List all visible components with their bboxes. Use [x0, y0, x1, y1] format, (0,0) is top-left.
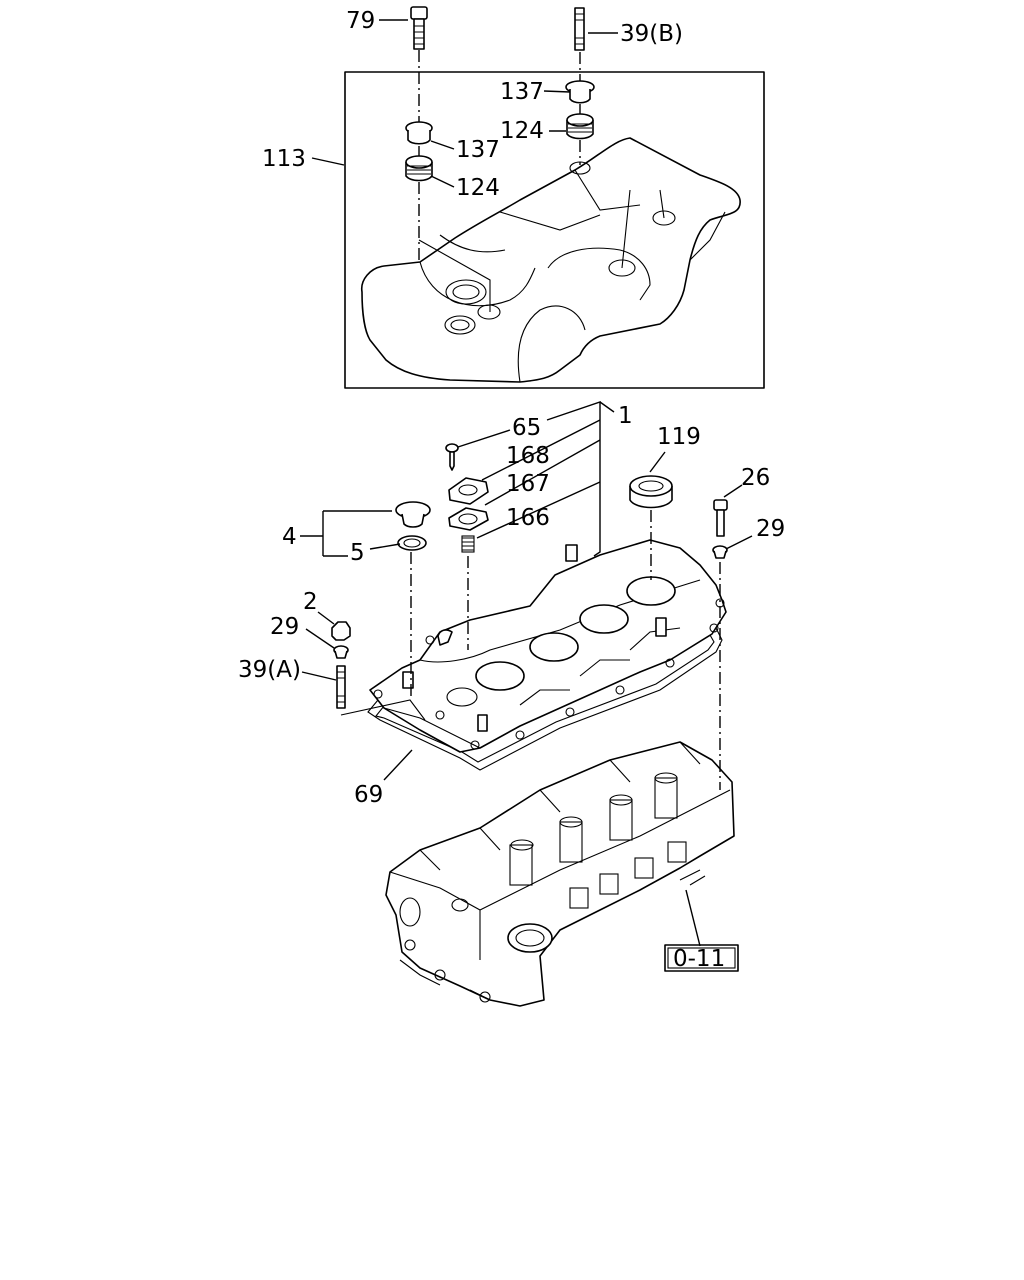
head-cover-1 — [369, 539, 727, 753]
label-124-left: 124 — [456, 175, 500, 201]
plate-168 — [448, 477, 489, 505]
label-29-right: 29 — [756, 516, 785, 542]
label-167: 167 — [506, 471, 550, 497]
bolt-79 — [410, 6, 428, 50]
washer-137-right — [565, 80, 595, 104]
label-124-right: 124 — [500, 118, 544, 144]
washer-29-left — [333, 645, 349, 659]
diaphragm-167 — [448, 507, 489, 531]
label-119: 119 — [657, 424, 701, 450]
label-ref-0-11: 0-11 — [673, 946, 725, 972]
cylinder-head — [385, 741, 735, 1007]
label-166: 166 — [506, 505, 550, 531]
washer-29-right — [712, 545, 728, 559]
cover-hole-small — [477, 304, 501, 320]
label-1: 1 — [618, 403, 633, 429]
cover-hole-front — [444, 315, 476, 335]
label-39a: 39(A) — [238, 657, 301, 683]
label-2: 2 — [303, 589, 318, 615]
seal-5 — [397, 535, 427, 551]
grommet-124-left — [405, 155, 433, 182]
label-137-left: 137 — [456, 137, 500, 163]
grommet-119 — [629, 475, 673, 509]
cover-hole-right — [608, 259, 636, 277]
engine-cover — [360, 137, 741, 383]
stud-39b — [574, 7, 585, 51]
label-113: 113 — [262, 146, 306, 172]
grommet-124-right — [566, 113, 594, 140]
label-5: 5 — [350, 540, 365, 566]
bolt-26 — [713, 499, 728, 537]
label-4: 4 — [282, 524, 297, 550]
cover-hole-rear — [652, 210, 676, 226]
label-29-left: 29 — [270, 614, 299, 640]
engine-cover-inset-box — [344, 71, 765, 389]
label-26: 26 — [741, 465, 770, 491]
washer-137-left — [405, 121, 433, 145]
screw-65 — [445, 443, 459, 471]
reference-box — [664, 944, 739, 972]
label-137-right: 137 — [500, 79, 544, 105]
cover-hole-large — [445, 279, 487, 305]
stud-39a — [336, 665, 346, 709]
label-168: 168 — [506, 443, 550, 469]
spring-166 — [461, 535, 475, 553]
nut-2 — [331, 621, 351, 641]
label-65: 65 — [512, 415, 541, 441]
label-39b: 39(B) — [620, 21, 683, 47]
oil-filler-cap-4 — [395, 501, 431, 528]
label-79: 79 — [346, 8, 375, 34]
label-69: 69 — [354, 782, 383, 808]
